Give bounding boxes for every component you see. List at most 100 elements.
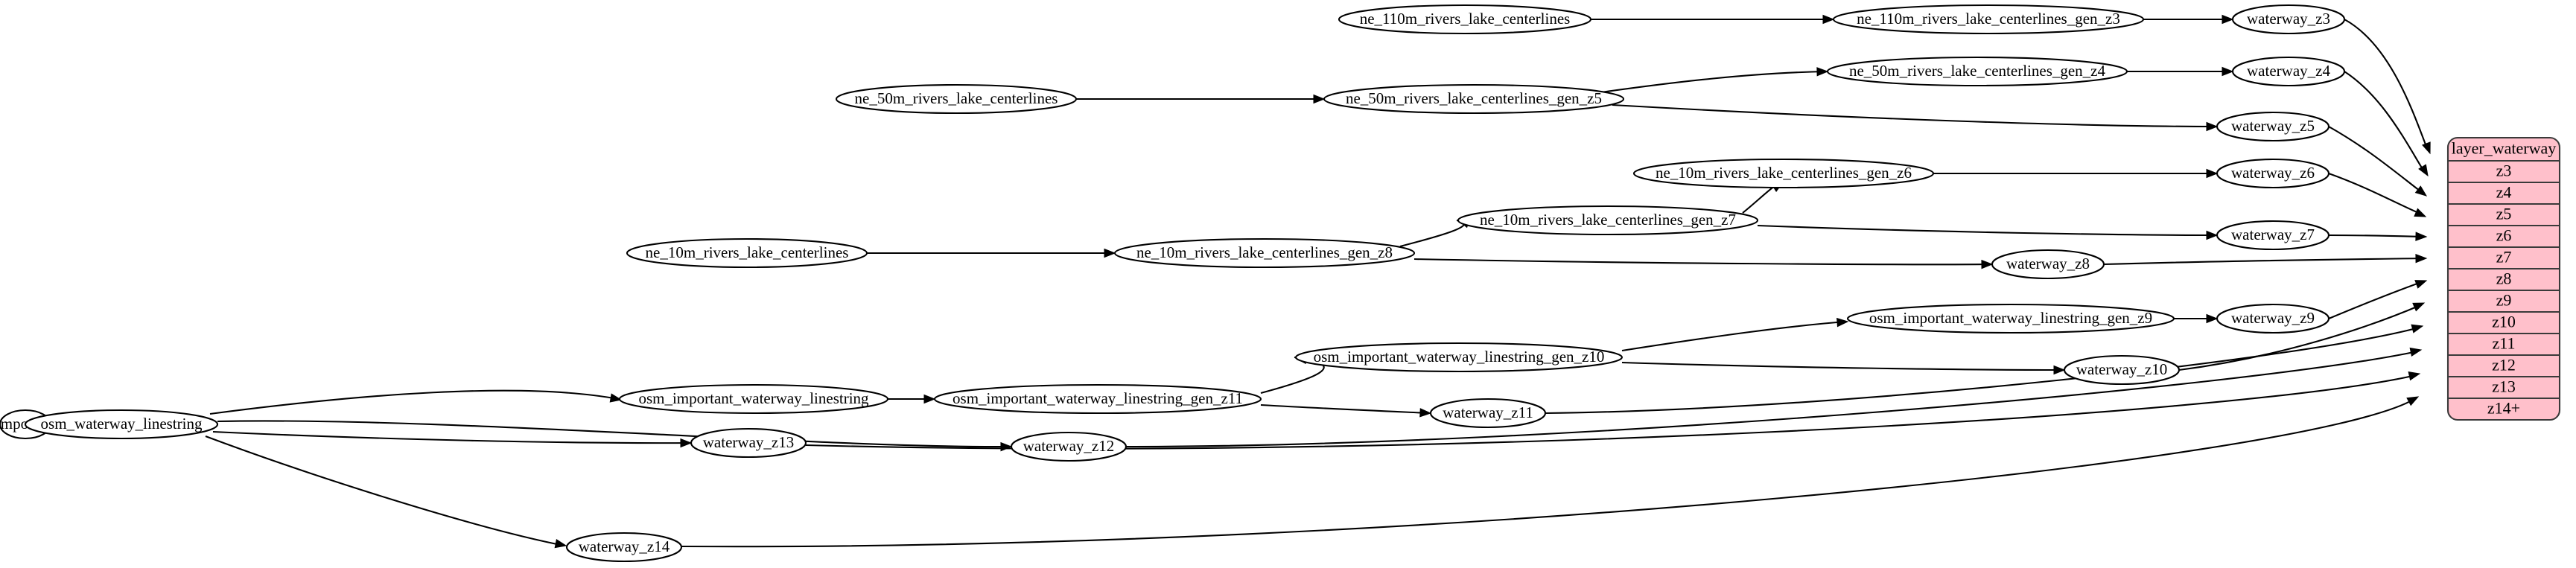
edge-arrowhead — [1822, 14, 1835, 25]
node-ne10[interactable]: ne_10m_rivers_lake_centerlines — [626, 237, 868, 269]
edge-path — [2103, 257, 2424, 266]
table-row-z13[interactable]: z13 — [2448, 375, 2560, 396]
table-row-z4[interactable]: z4 — [2448, 181, 2560, 202]
node-ellipse — [1338, 4, 1592, 35]
edge — [1612, 103, 2219, 132]
edge — [1600, 67, 1829, 94]
node-label: waterway_z11 — [1443, 403, 1533, 421]
node-ww_z13[interactable]: waterway_z13 — [690, 427, 807, 459]
node-ww_z11[interactable]: waterway_z11 — [1429, 398, 1547, 429]
table-row-z6[interactable]: z6 — [2448, 224, 2560, 245]
node-ellipse — [2216, 158, 2330, 189]
edge-arrowhead — [2222, 14, 2234, 25]
edge-arrowhead — [2206, 168, 2219, 179]
edge-path — [1600, 70, 1827, 94]
node-ellipse — [1294, 342, 1623, 373]
table-row-z8[interactable]: z8 — [2448, 267, 2560, 288]
node-ne110_gen_z3[interactable]: ne_110m_rivers_lake_centerlines_gen_z3 — [1832, 4, 2145, 35]
edge-arrowhead — [2415, 232, 2428, 241]
edge-arrowhead — [2206, 230, 2219, 240]
edge-path — [1413, 258, 1991, 266]
node-ellipse — [1010, 431, 1128, 462]
table-row-label: z12 — [2492, 356, 2516, 374]
table-row-label: z9 — [2496, 291, 2512, 310]
node-label: waterway_z13 — [703, 433, 794, 451]
edge-path — [205, 435, 565, 547]
node-ww_z6[interactable]: waterway_z6 — [2216, 158, 2330, 189]
edge-arrowhead — [609, 393, 623, 403]
table-row-z12[interactable]: z12 — [2448, 354, 2560, 374]
node-ww_z9[interactable]: waterway_z9 — [2216, 303, 2330, 334]
edge-arrowhead — [1981, 259, 1994, 269]
edge-path — [2178, 304, 2421, 371]
node-ne50[interactable]: ne_50m_rivers_lake_centerlines — [835, 83, 1078, 115]
table-row-label: z5 — [2496, 205, 2512, 223]
node-ww_z12[interactable]: waterway_z12 — [1010, 431, 1128, 462]
node-label: ne_10m_rivers_lake_centerlines_gen_z7 — [1480, 211, 1736, 229]
node-label: ne_50m_rivers_lake_centerlines — [855, 89, 1058, 107]
table-row-z10[interactable]: z10 — [2448, 310, 2560, 331]
edge-path — [1399, 219, 1465, 248]
edge — [209, 389, 623, 415]
node-osm_iww_gen_z11[interactable]: osm_important_waterway_linestring_gen_z1… — [933, 383, 1262, 415]
edge — [2127, 66, 2234, 77]
edge-arrowhead — [2414, 208, 2427, 217]
edge-arrowhead — [2414, 280, 2428, 289]
edge-path — [2328, 173, 2423, 215]
edge-arrowhead — [2411, 324, 2424, 334]
edge — [1076, 94, 1326, 104]
edge — [1933, 168, 2219, 179]
node-osm_iww_gen_z10[interactable]: osm_important_waterway_linestring_gen_z1… — [1294, 342, 1623, 373]
node-ne110[interactable]: ne_110m_rivers_lake_centerlines — [1338, 4, 1592, 35]
table-row-z7[interactable]: z7 — [2448, 246, 2560, 267]
node-ellipse — [1457, 205, 1759, 236]
node-ne10_gen_z6[interactable]: ne_10m_rivers_lake_centerlines_gen_z6 — [1632, 158, 1935, 189]
node-ellipse — [1832, 4, 2145, 35]
node-label: ne_10m_rivers_lake_centerlines — [646, 243, 849, 261]
edge — [867, 248, 1116, 258]
table-row-z11[interactable]: z11 — [2448, 332, 2560, 353]
node-ellipse — [24, 409, 219, 440]
edge-path — [2328, 234, 2424, 238]
edges-layer — [19, 14, 2431, 549]
edge — [2328, 173, 2427, 217]
node-ww_z5[interactable]: waterway_z5 — [2216, 111, 2330, 142]
table-row-z14plus[interactable]: z14+ — [2448, 397, 2560, 418]
node-ww_z8[interactable]: waterway_z8 — [1991, 249, 2105, 280]
node-ellipse — [1323, 83, 1625, 115]
edge-arrowhead — [1313, 94, 1326, 104]
node-ww_z4[interactable]: waterway_z4 — [2231, 56, 2346, 87]
edge-path — [1612, 103, 2216, 128]
node-osm_iww[interactable]: osm_important_waterway_linestring — [618, 383, 889, 415]
node-ne10_gen_z7[interactable]: ne_10m_rivers_lake_centerlines_gen_z7 — [1457, 205, 1759, 236]
node-label: osm_important_waterway_linestring — [638, 389, 869, 407]
node-ellipse — [1846, 303, 2175, 334]
table-row-z5[interactable]: z5 — [2448, 202, 2560, 223]
edge-path — [209, 389, 619, 415]
layer-waterway-table[interactable]: layer_waterwayz3z4z5z6z7z8z9z10z11z12z13… — [2446, 136, 2561, 421]
edge-path — [1260, 403, 1430, 415]
table-row-z9[interactable]: z9 — [2448, 289, 2560, 310]
node-ellipse — [933, 383, 1262, 415]
edge — [2328, 280, 2428, 319]
node-ww_z14[interactable]: waterway_z14 — [565, 532, 683, 563]
table-row-label: z14+ — [2487, 399, 2520, 418]
node-osm_iww_gen_z9[interactable]: osm_important_waterway_linestring_gen_z9 — [1846, 303, 2175, 334]
node-label: osm_waterway_linestring — [41, 415, 203, 433]
node-ne50_gen_z5[interactable]: ne_50m_rivers_lake_centerlines_gen_z5 — [1323, 83, 1625, 115]
edge-path — [1545, 326, 2420, 415]
table-row-label: z4 — [2496, 183, 2512, 202]
node-osm_ww[interactable]: osm_waterway_linestring — [24, 409, 219, 440]
node-ne10_gen_z8[interactable]: ne_10m_rivers_lake_centerlines_gen_z8 — [1113, 237, 1416, 269]
table-row-z3[interactable]: z3 — [2496, 162, 2512, 180]
node-label: ne_110m_rivers_lake_centerlines — [1360, 10, 1571, 28]
edge-path — [1125, 350, 2418, 448]
edge-arrowhead — [2415, 253, 2428, 264]
node-ww_z3[interactable]: waterway_z3 — [2231, 4, 2346, 35]
node-ww_z7[interactable]: waterway_z7 — [2216, 220, 2330, 251]
node-ne50_gen_z4[interactable]: ne_50m_rivers_lake_centerlines_gen_z4 — [1826, 56, 2128, 87]
node-label: waterway_z6 — [2231, 164, 2315, 182]
node-ww_z10[interactable]: waterway_z10 — [2063, 354, 2181, 386]
